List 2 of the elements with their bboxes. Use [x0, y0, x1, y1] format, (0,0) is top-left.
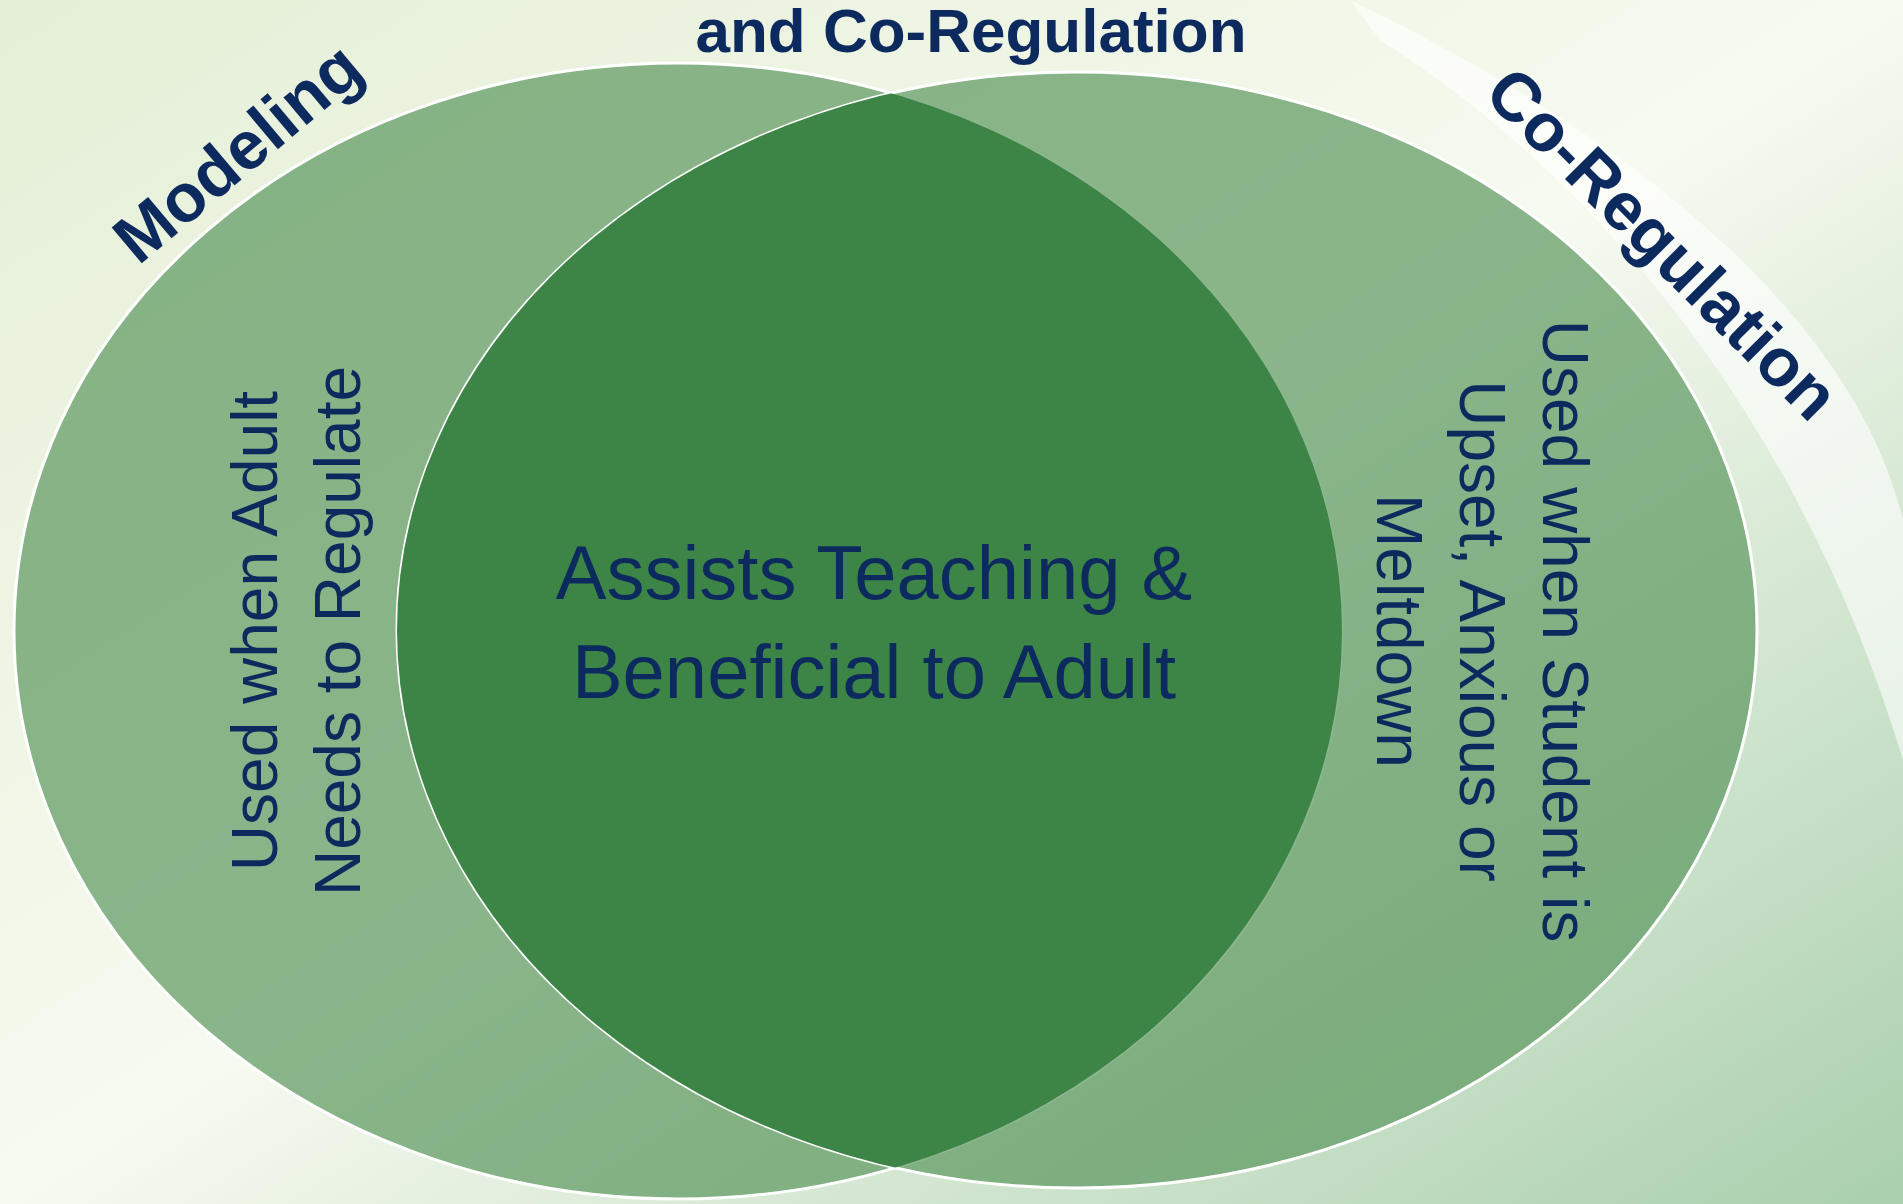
overlap-text: Assists Teaching & Beneficial to Adult	[554, 529, 1194, 716]
vertical-text: Used when Adult Needs to Regulate	[217, 364, 375, 899]
